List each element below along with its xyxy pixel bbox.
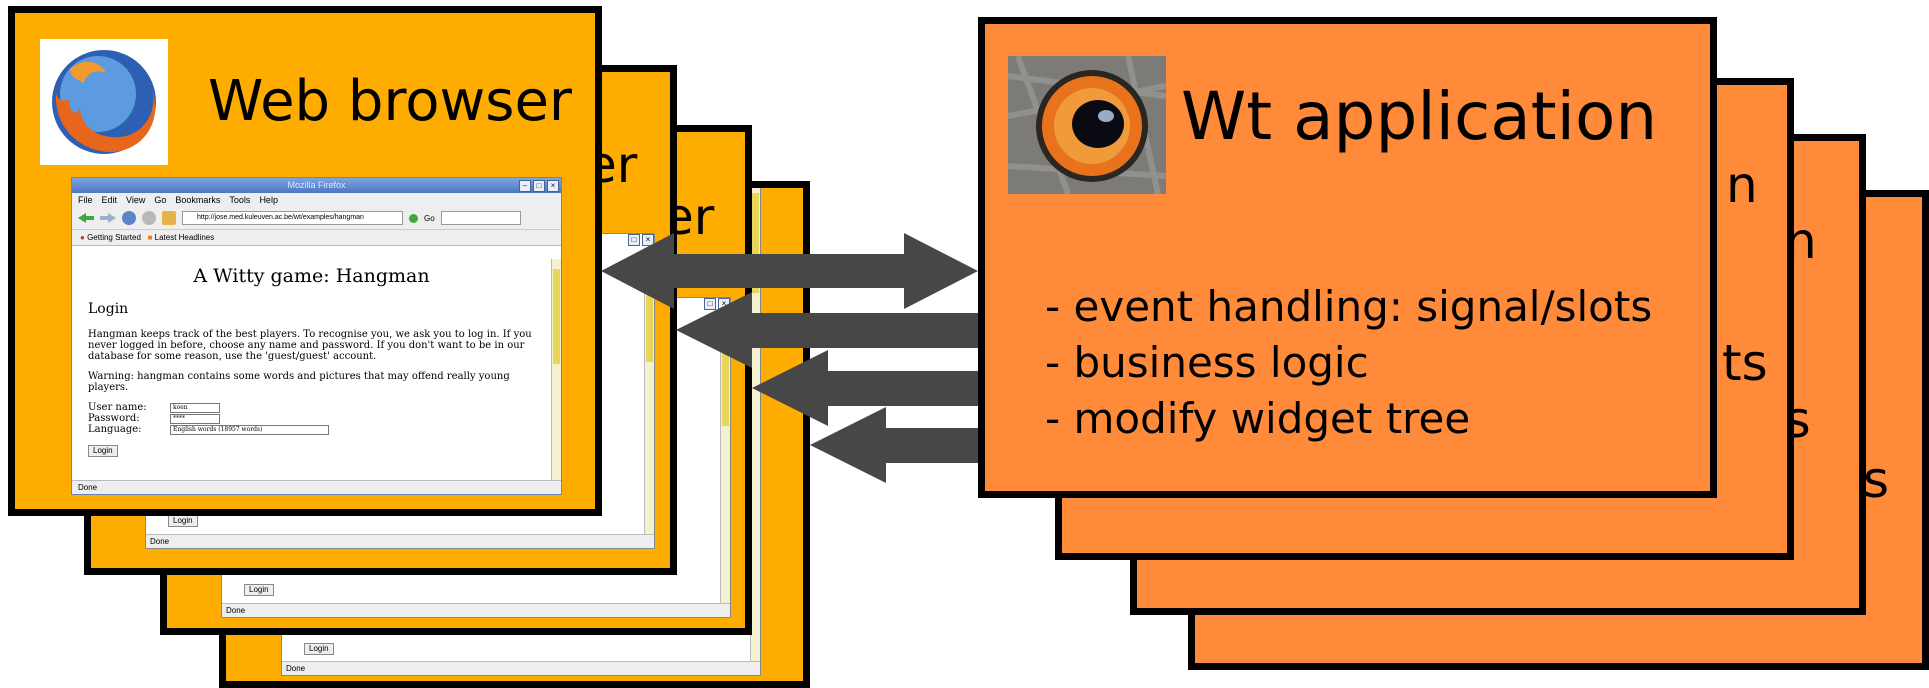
login-form: User name: koen Password: **** Language: En…: [88, 402, 535, 435]
login-button[interactable]: Login: [88, 445, 118, 457]
login-button[interactable]: Login: [304, 643, 334, 655]
menu-go[interactable]: Go: [154, 195, 167, 205]
feature-item: - event handling: signal/slots: [1045, 282, 1653, 331]
home-icon[interactable]: [162, 211, 176, 225]
maximize-icon[interactable]: □: [628, 234, 640, 246]
warning-text: Warning: hangman contains some words and…: [88, 371, 510, 393]
arrow-left: [676, 292, 978, 368]
scrollbar: [644, 248, 654, 534]
window-controls: □×: [628, 234, 654, 246]
page-title: A Witty game: Hangman: [193, 265, 430, 287]
feature-item: - modify widget tree: [1045, 394, 1471, 443]
back-arrow-icon[interactable]: [78, 213, 94, 223]
wt-card-front: Wt application - event handling: signal/…: [978, 17, 1717, 498]
username-field[interactable]: koen: [170, 402, 220, 413]
go-button[interactable]: Go: [424, 213, 435, 223]
page-content: A Witty game: Hangman Login Hangman keep…: [72, 259, 551, 481]
bookmark-icon: ●: [80, 233, 85, 242]
browser-card-front: Web browser Mozilla Firefox –□× File Edit…: [8, 6, 602, 516]
close-icon[interactable]: ×: [547, 180, 559, 192]
close-icon[interactable]: ×: [642, 234, 654, 246]
card-title-fragment: ts: [1722, 334, 1768, 392]
maximize-icon[interactable]: □: [533, 180, 545, 192]
bookmark-latest-headlines[interactable]: Latest Headlines: [154, 233, 215, 242]
card-title: Wt application: [1181, 78, 1658, 155]
menu-view[interactable]: View: [126, 195, 146, 205]
language-label: Language:: [88, 424, 142, 435]
scrollbar[interactable]: [551, 259, 561, 481]
bookmark-getting-started[interactable]: Getting Started: [87, 233, 141, 242]
rss-icon: ■: [147, 233, 153, 242]
login-button[interactable]: Login: [244, 584, 274, 596]
card-title-fragment: s: [1863, 451, 1890, 509]
menu-bookmarks[interactable]: Bookmarks: [175, 195, 221, 205]
language-select[interactable]: English words (18957 words): [170, 424, 329, 435]
status-bar: Done: [282, 661, 760, 675]
login-heading: Login: [88, 301, 129, 317]
eye-image: [1008, 56, 1166, 194]
arrow-left: [752, 350, 978, 426]
arrow-left: [810, 407, 978, 483]
intro-text: Hangman keeps track of the best players.…: [88, 329, 532, 362]
reload-icon[interactable]: [122, 211, 136, 225]
card-title: Web browser: [208, 69, 572, 134]
forward-arrow-icon[interactable]: [100, 213, 116, 223]
minimize-icon[interactable]: –: [519, 180, 531, 192]
scrollbar: [720, 312, 730, 603]
password-field[interactable]: ****: [170, 413, 220, 424]
card-title-fragment: n: [1726, 156, 1758, 214]
stop-icon[interactable]: [142, 211, 156, 225]
bookmarks-toolbar: ● Getting Started ■ Latest Headlines: [72, 230, 561, 246]
firefox-logo: [40, 39, 168, 165]
status-bar: Done: [146, 534, 654, 548]
navigation-toolbar: http://jose.med.kuleuven.ac.be/wt/exampl…: [72, 207, 561, 230]
status-bar: Done: [72, 480, 561, 494]
url-field[interactable]: http://jose.med.kuleuven.ac.be/wt/exampl…: [182, 211, 403, 225]
double-arrow: [601, 233, 978, 309]
menu-help[interactable]: Help: [259, 195, 278, 205]
search-input[interactable]: [440, 211, 521, 225]
password-label: Password:: [88, 413, 140, 424]
menu-tools[interactable]: Tools: [229, 195, 251, 205]
window-title-bar: Mozilla Firefox –□×: [72, 178, 561, 193]
status-bar: Done: [222, 603, 730, 617]
maximize-icon[interactable]: □: [704, 298, 716, 310]
feature-list: - event handling: signal/slots - busines…: [1045, 279, 1652, 447]
go-icon[interactable]: [409, 213, 418, 223]
window-title: Mozilla Firefox: [287, 180, 346, 190]
menu-bar: File Edit View Go Bookmarks Tools Help: [72, 193, 561, 207]
menu-file[interactable]: File: [78, 195, 93, 205]
feature-item: - business logic: [1045, 338, 1369, 387]
menu-edit[interactable]: Edit: [101, 195, 118, 205]
username-label: User name:: [88, 402, 147, 413]
